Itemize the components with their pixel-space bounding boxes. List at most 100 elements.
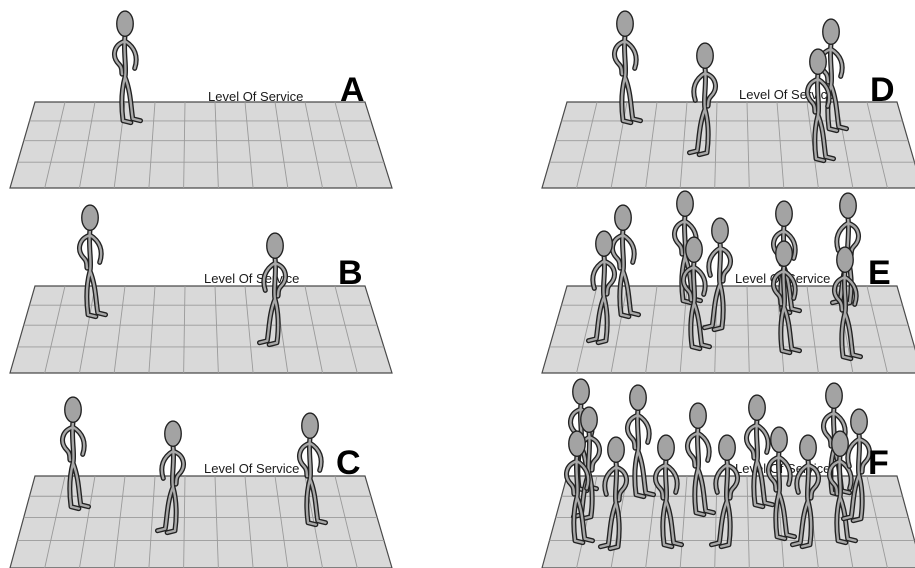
person-figure [805,48,837,164]
person-figure [766,426,798,542]
people-group [585,190,864,362]
person-figure [840,408,872,524]
grid-line [214,285,219,374]
grid-line [183,475,186,568]
grid-line [44,101,66,189]
grid-line [645,285,658,374]
grid-line [776,101,785,189]
grid-line [304,101,323,189]
person-figure [653,434,685,550]
floor-surface [9,101,393,189]
grid-line [866,475,888,568]
person-figure [686,42,718,158]
grid-line [79,285,96,374]
people-group [60,396,329,536]
person-figure [585,230,617,346]
grid-line [113,285,126,374]
grid-line [334,475,358,568]
grid-line [334,101,358,189]
person-figure [832,246,864,362]
grid-line [183,285,186,374]
person-figure [625,384,657,500]
person-figure [744,394,776,510]
grid-line [79,475,96,568]
floor-surface [9,285,393,374]
floor-surface [541,101,915,189]
grid-line [44,285,66,374]
person-figure [771,240,803,356]
person-figure [297,412,329,528]
person-figure [597,436,629,552]
panel-a-scene: Level Of Service A [9,10,393,189]
grid-line [806,285,819,374]
panel-b-scene: Level Of Service B [9,204,393,374]
grid-line [79,101,96,189]
person-figure [60,396,92,512]
grid-line [44,475,66,568]
person-figure [672,190,704,306]
grade-letter: C [336,444,361,482]
panel-f: Level Of Service F [537,378,915,568]
panel-a: Level Of Service A [9,0,410,190]
grid-line [148,475,156,568]
grid-line [148,285,156,374]
people-group [112,10,144,126]
person-figure [701,217,733,333]
panel-caption: Level Of Service [204,461,299,476]
panel-c: Level Of Service C [9,378,410,568]
grid-line [714,101,718,189]
grade-letter: B [338,254,363,292]
person-figure [256,232,288,348]
grid-line [746,285,750,374]
grid-line [304,285,323,374]
grid-line [679,475,688,568]
floor-grid [9,285,393,374]
grid-line [576,285,598,374]
person-figure [564,430,596,546]
panel-d-scene: Level Of Service D [541,10,915,189]
grid-line [244,101,254,189]
person-figure [829,192,861,308]
people-group [612,10,850,164]
grid-line [274,475,289,568]
grid-line [113,475,126,568]
panel-caption: Level Of Service [208,89,303,104]
grade-letter: D [870,71,895,109]
grade-letter: F [868,444,889,482]
person-figure [818,18,850,134]
person-figure [789,434,821,550]
grid-line [866,285,888,374]
floor-surface [9,475,393,568]
panel-e: Level Of Service E [537,188,915,378]
grid-line [183,101,186,189]
grid-line [274,101,289,189]
people-group [564,378,872,552]
grid-line [214,475,219,568]
person-figure [154,420,186,536]
grid-line [610,285,628,374]
person-figure [821,382,853,498]
grade-letter: A [340,71,365,109]
person-figure [77,204,109,320]
person-figure [827,430,859,546]
panel-c-scene: Level Of Service C [9,396,393,568]
person-figure [681,236,713,352]
panel-b: Level Of Service B [9,188,410,378]
grade-letter: E [868,254,891,292]
grid-line [645,475,658,568]
grid-line [334,285,358,374]
grid-line [645,101,658,189]
grid-line [866,101,888,189]
grid-line [214,101,219,189]
floor-grid [541,285,915,374]
panel-e-scene: Level Of Service E [541,190,915,374]
grid-line [746,101,750,189]
grid-line [576,101,598,189]
person-figure [612,10,644,126]
grid-line [746,475,750,568]
floor-grid [541,101,915,189]
grid-line [679,101,688,189]
grid-line [244,285,254,374]
person-figure [610,204,642,320]
floor-grid [9,101,393,189]
